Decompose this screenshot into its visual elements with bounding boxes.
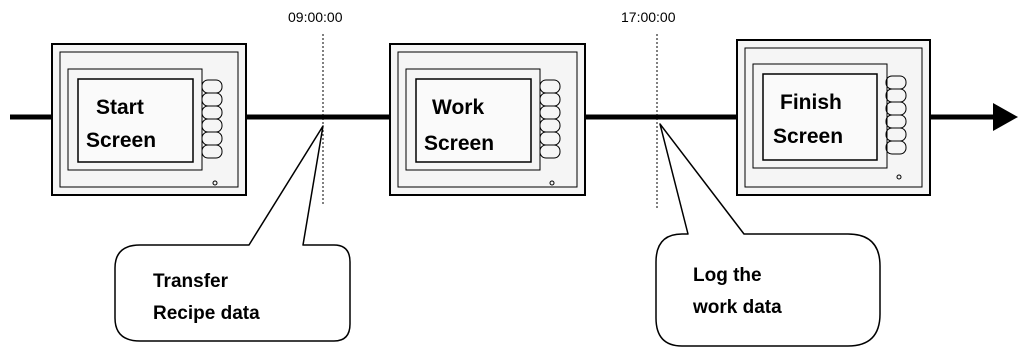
device-screen (415, 78, 532, 163)
finish-screen-device: Finish Screen (736, 39, 931, 196)
time-label-2: 17:00:00 (621, 9, 676, 25)
callout-line2: work data (692, 297, 782, 318)
callout-transfer-recipe: Transfer Recipe data (114, 125, 351, 342)
device-indicator-led (212, 180, 218, 186)
device-bezel (744, 47, 923, 188)
screen-label-line2: Screen (773, 125, 843, 148)
work-screen-device: Work Screen (389, 43, 586, 196)
device-bezel (59, 51, 239, 188)
device-button-column (539, 79, 561, 159)
device-button (201, 144, 223, 159)
time-marker-2: 17:00:00 (621, 9, 676, 210)
callout-line2: Recipe data (153, 303, 260, 324)
callout-bubble (655, 123, 881, 347)
screen-label-line1: Finish (780, 91, 842, 114)
device-button (539, 144, 561, 159)
screen-label-line2: Screen (424, 132, 494, 155)
time-label-1: 09:00:00 (288, 9, 343, 25)
timeline-arrowhead (993, 103, 1018, 131)
callout-bubble (114, 125, 351, 342)
callout-line1: Transfer (153, 271, 229, 292)
device-button-column (885, 75, 907, 155)
device-screen-outer (67, 68, 203, 171)
time-marker-1: 09:00:00 (288, 9, 343, 205)
device-indicator-led (896, 174, 902, 180)
device-screen (762, 73, 878, 161)
device-screen (77, 78, 194, 163)
device-screen-outer (752, 63, 888, 169)
device-button-column (201, 79, 223, 159)
callout-log-work-data: Log the work data (655, 123, 881, 347)
device-indicator-led (549, 180, 555, 186)
timeline-axis (10, 103, 1018, 131)
device-screen-outer (405, 68, 541, 171)
callout-line1: Log the (693, 265, 762, 286)
screen-label-line1: Start (96, 96, 144, 119)
device-button (885, 140, 907, 155)
screen-label-line1: Work (432, 96, 484, 119)
screen-label-line2: Screen (86, 129, 156, 152)
device-bezel (397, 51, 578, 188)
start-screen-device: Start Screen (51, 43, 247, 196)
